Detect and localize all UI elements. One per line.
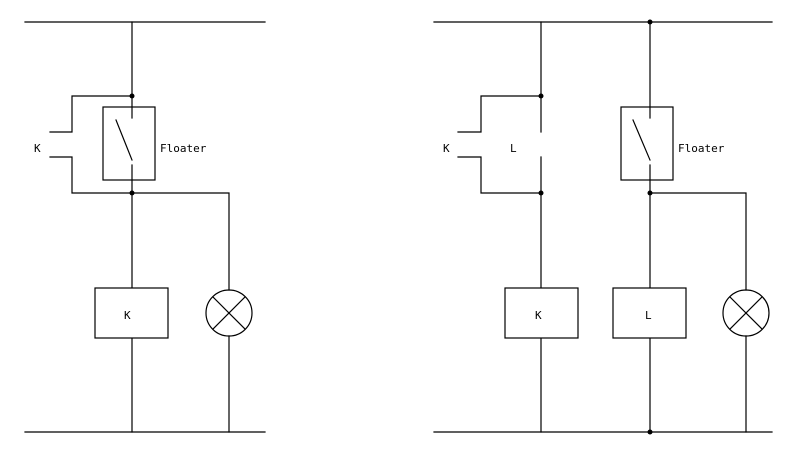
right-floater-switch xyxy=(620,106,674,181)
junction-dot xyxy=(647,429,653,435)
left-contact-k-label: K xyxy=(34,142,41,155)
right-relay-l-label: L xyxy=(645,309,652,322)
junction-dot xyxy=(538,190,544,196)
left-circuit: K Floater K xyxy=(24,21,266,433)
left-lamp-icon xyxy=(205,289,253,337)
right-contact-k-label: K xyxy=(443,142,450,155)
left-floater-switch xyxy=(102,106,156,181)
right-kl-contacts xyxy=(457,21,542,289)
junction-dot xyxy=(538,93,544,99)
right-relay-k-label: K xyxy=(535,309,542,322)
right-circuit: K L Floater K L xyxy=(433,19,773,435)
left-lamp-feed-wire xyxy=(131,192,230,291)
right-lamp-feed-wire xyxy=(649,192,747,291)
left-relay-k-label: K xyxy=(124,309,131,322)
junction-dot xyxy=(129,190,135,196)
right-relay-l xyxy=(612,287,687,339)
left-relay-k xyxy=(94,287,169,339)
left-k-contact xyxy=(49,95,133,194)
junction-dot xyxy=(647,19,653,25)
left-floater-label: Floater xyxy=(160,142,207,155)
right-floater-label: Floater xyxy=(678,142,725,155)
junction-dot xyxy=(129,93,135,99)
right-contact-l-label: L xyxy=(510,142,517,155)
right-relay-k xyxy=(504,287,579,339)
junction-dot xyxy=(647,190,653,196)
right-lamp-icon xyxy=(722,289,770,337)
